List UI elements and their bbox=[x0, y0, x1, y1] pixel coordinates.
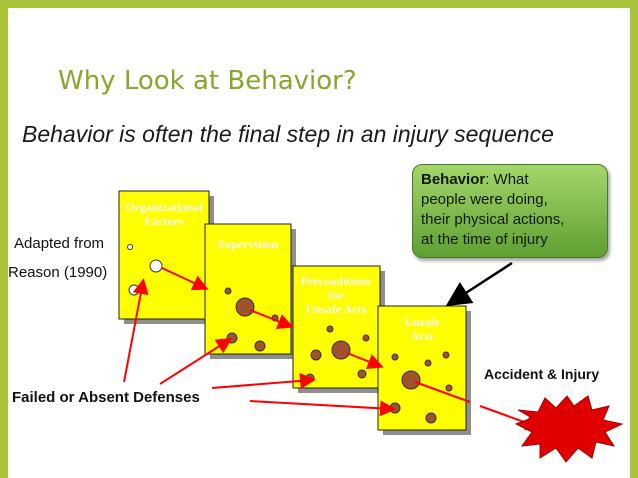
explosion-icon bbox=[514, 395, 624, 463]
callout-bold-term: Behavior bbox=[421, 171, 486, 188]
hole bbox=[310, 349, 322, 361]
callout-pointer-arrow bbox=[445, 261, 513, 307]
failed-defenses-label: Failed or Absent Defenses bbox=[12, 389, 200, 406]
hole bbox=[127, 244, 133, 250]
slide-title: Why Look at Behavior? bbox=[58, 66, 357, 96]
hole bbox=[357, 369, 367, 379]
trajectory-arrow bbox=[161, 267, 209, 291]
slide-subtitle: Behavior is often the final step in an i… bbox=[22, 121, 554, 147]
layer-label-line1: Preconditions bbox=[301, 274, 372, 288]
hole bbox=[331, 340, 351, 360]
hole bbox=[235, 297, 255, 317]
hole bbox=[128, 284, 140, 296]
callout-line3: their physical actions, bbox=[421, 211, 565, 228]
hole bbox=[424, 359, 432, 367]
hole bbox=[254, 340, 266, 352]
callout-line2: people were doing, bbox=[421, 191, 548, 208]
trajectory-arrow bbox=[414, 381, 471, 403]
hole bbox=[401, 370, 421, 390]
accident-burst bbox=[514, 395, 624, 463]
layer-label-line1: Supervision bbox=[218, 237, 279, 251]
defense-arrow bbox=[159, 337, 233, 385]
layer-card bbox=[204, 223, 292, 355]
layer-label-line3: Unsafe Acts bbox=[306, 302, 367, 316]
layer-label-line2: Acts bbox=[411, 329, 434, 343]
layer-preconditions: Preconditions for Unsafe Acts bbox=[292, 265, 385, 393]
hole bbox=[391, 353, 399, 361]
behavior-callout: Behavior: What people were doing, their … bbox=[412, 164, 608, 258]
hazard-trajectory bbox=[161, 267, 542, 431]
trajectory-arrow bbox=[346, 352, 384, 370]
layer-label-line1: Organizational bbox=[125, 200, 203, 214]
hole bbox=[224, 287, 232, 295]
layer-label-line2: for bbox=[328, 288, 344, 302]
accident-injury-label: Accident & Injury bbox=[484, 366, 600, 382]
adapted-from-line1: Adapted from bbox=[14, 235, 105, 252]
defense-arrow bbox=[249, 400, 396, 417]
failed-defenses-arrows bbox=[123, 278, 396, 417]
hole bbox=[425, 412, 437, 424]
callout-line1-rest: : What bbox=[485, 171, 529, 188]
callout-line4: at the time of injury bbox=[421, 231, 548, 248]
defense-arrow bbox=[211, 372, 316, 389]
layer-organizational-factors: Organizational Factors bbox=[118, 190, 214, 324]
layer-supervision: Supervision bbox=[204, 223, 296, 359]
layer-unsafe-acts: Unsafe Acts bbox=[377, 305, 471, 435]
layer-card bbox=[292, 265, 381, 389]
hole bbox=[149, 259, 163, 273]
layer-label-line1: Unsafe bbox=[404, 315, 440, 329]
layer-label-line2: Factors bbox=[145, 214, 184, 228]
hole bbox=[326, 325, 334, 333]
defense-arrow bbox=[123, 278, 149, 383]
hole bbox=[445, 384, 453, 392]
hole bbox=[442, 351, 450, 359]
hole bbox=[362, 334, 370, 342]
layer-card bbox=[118, 190, 210, 320]
adapted-from-line2: Reason (1990) bbox=[8, 264, 108, 281]
callout-line1: Behavior: What bbox=[421, 170, 599, 190]
trajectory-arrow bbox=[249, 309, 294, 329]
